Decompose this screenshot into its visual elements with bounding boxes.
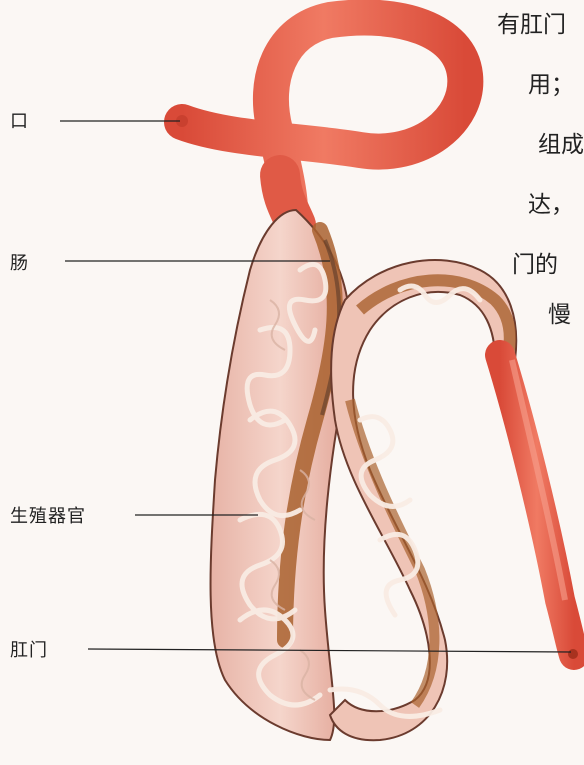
side-text-6: 慢: [548, 295, 571, 329]
side-text-3: 组成: [538, 125, 584, 159]
label-reproductive: 生殖器官: [10, 502, 86, 528]
side-text-1: 有肛门: [497, 5, 566, 39]
side-text-4: 达，: [528, 185, 574, 219]
worm-tail: [500, 355, 574, 655]
anus-tip: [568, 649, 578, 659]
side-text-2: 用；: [528, 65, 574, 99]
label-intestine: 肠: [10, 249, 29, 275]
label-mouth: 口: [10, 107, 29, 133]
worm-head-loop: [182, 17, 465, 210]
label-anus: 肛门: [10, 636, 48, 662]
side-text-5: 门的: [512, 245, 558, 279]
worm-body-right: [330, 260, 516, 740]
